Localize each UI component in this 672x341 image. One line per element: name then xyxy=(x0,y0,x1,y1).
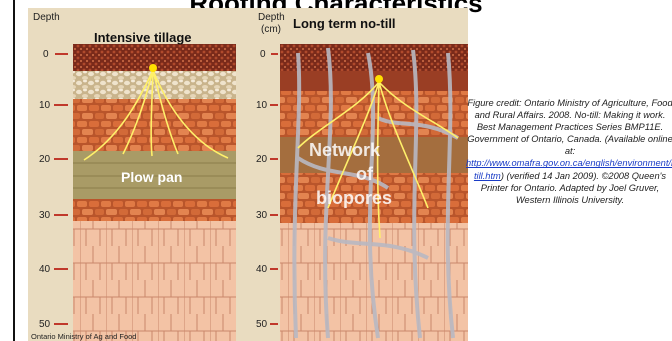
left-tick-label: 40 xyxy=(39,264,51,275)
left-depth-ticks: 0 10 20 30 40 50 xyxy=(39,49,68,330)
left-tick-label: 20 xyxy=(39,154,51,165)
left-lower-clod-layer xyxy=(73,199,236,221)
figure-source: Ontario Ministry of Ag and Food xyxy=(31,332,136,341)
right-tick-label: 30 xyxy=(256,210,268,221)
left-soil-column xyxy=(73,44,236,341)
right-tick-label: 50 xyxy=(256,319,268,330)
left-tick-label: 10 xyxy=(39,100,51,111)
right-axis-label-line1: Depth xyxy=(258,12,285,23)
left-tick-label: 50 xyxy=(39,319,51,330)
caption-text-before-link: Figure credit: Ontario Ministry of Agric… xyxy=(467,98,672,156)
left-subsoil-layer xyxy=(73,221,236,341)
left-axis-label: Depth xyxy=(33,12,60,23)
right-tick-label: 0 xyxy=(260,49,266,60)
right-tick-marks xyxy=(270,54,278,324)
right-topsoil-layer xyxy=(280,44,468,71)
left-panel-title: Intensive tillage xyxy=(94,30,192,45)
left-tick-label: 30 xyxy=(39,210,51,221)
figure-credit-caption: Figure credit: Ontario Ministry of Agric… xyxy=(466,97,672,206)
plow-pan-label: Plow pan xyxy=(121,169,182,185)
biopore-label-line2: of xyxy=(356,164,374,184)
left-seed-icon xyxy=(149,64,157,72)
right-axis-label-line2: (cm) xyxy=(261,24,281,35)
slide-left-rule xyxy=(13,0,15,341)
left-clod-layer xyxy=(73,99,236,151)
biopore-label-line1: Network xyxy=(309,140,381,160)
soil-profile-figure: Depth Intensive tillage Depth (cm) Long … xyxy=(28,8,468,341)
right-panel-title: Long term no-till xyxy=(293,16,396,31)
right-tick-label: 40 xyxy=(256,264,268,275)
right-depth-ticks: 0 10 20 30 40 50 xyxy=(256,49,278,330)
right-seed-icon xyxy=(375,75,383,83)
left-tick-label: 0 xyxy=(43,49,49,60)
right-tick-label: 10 xyxy=(256,100,268,111)
caption-text-after-link: ) (verified 14 Jan 2009). ©2008 Queen's … xyxy=(481,171,666,205)
right-tick-label: 20 xyxy=(256,154,268,165)
left-tick-marks xyxy=(54,54,68,324)
biopore-label-line3: biopores xyxy=(316,188,392,208)
soil-profile-illustration: Depth Intensive tillage Depth (cm) Long … xyxy=(28,8,468,341)
